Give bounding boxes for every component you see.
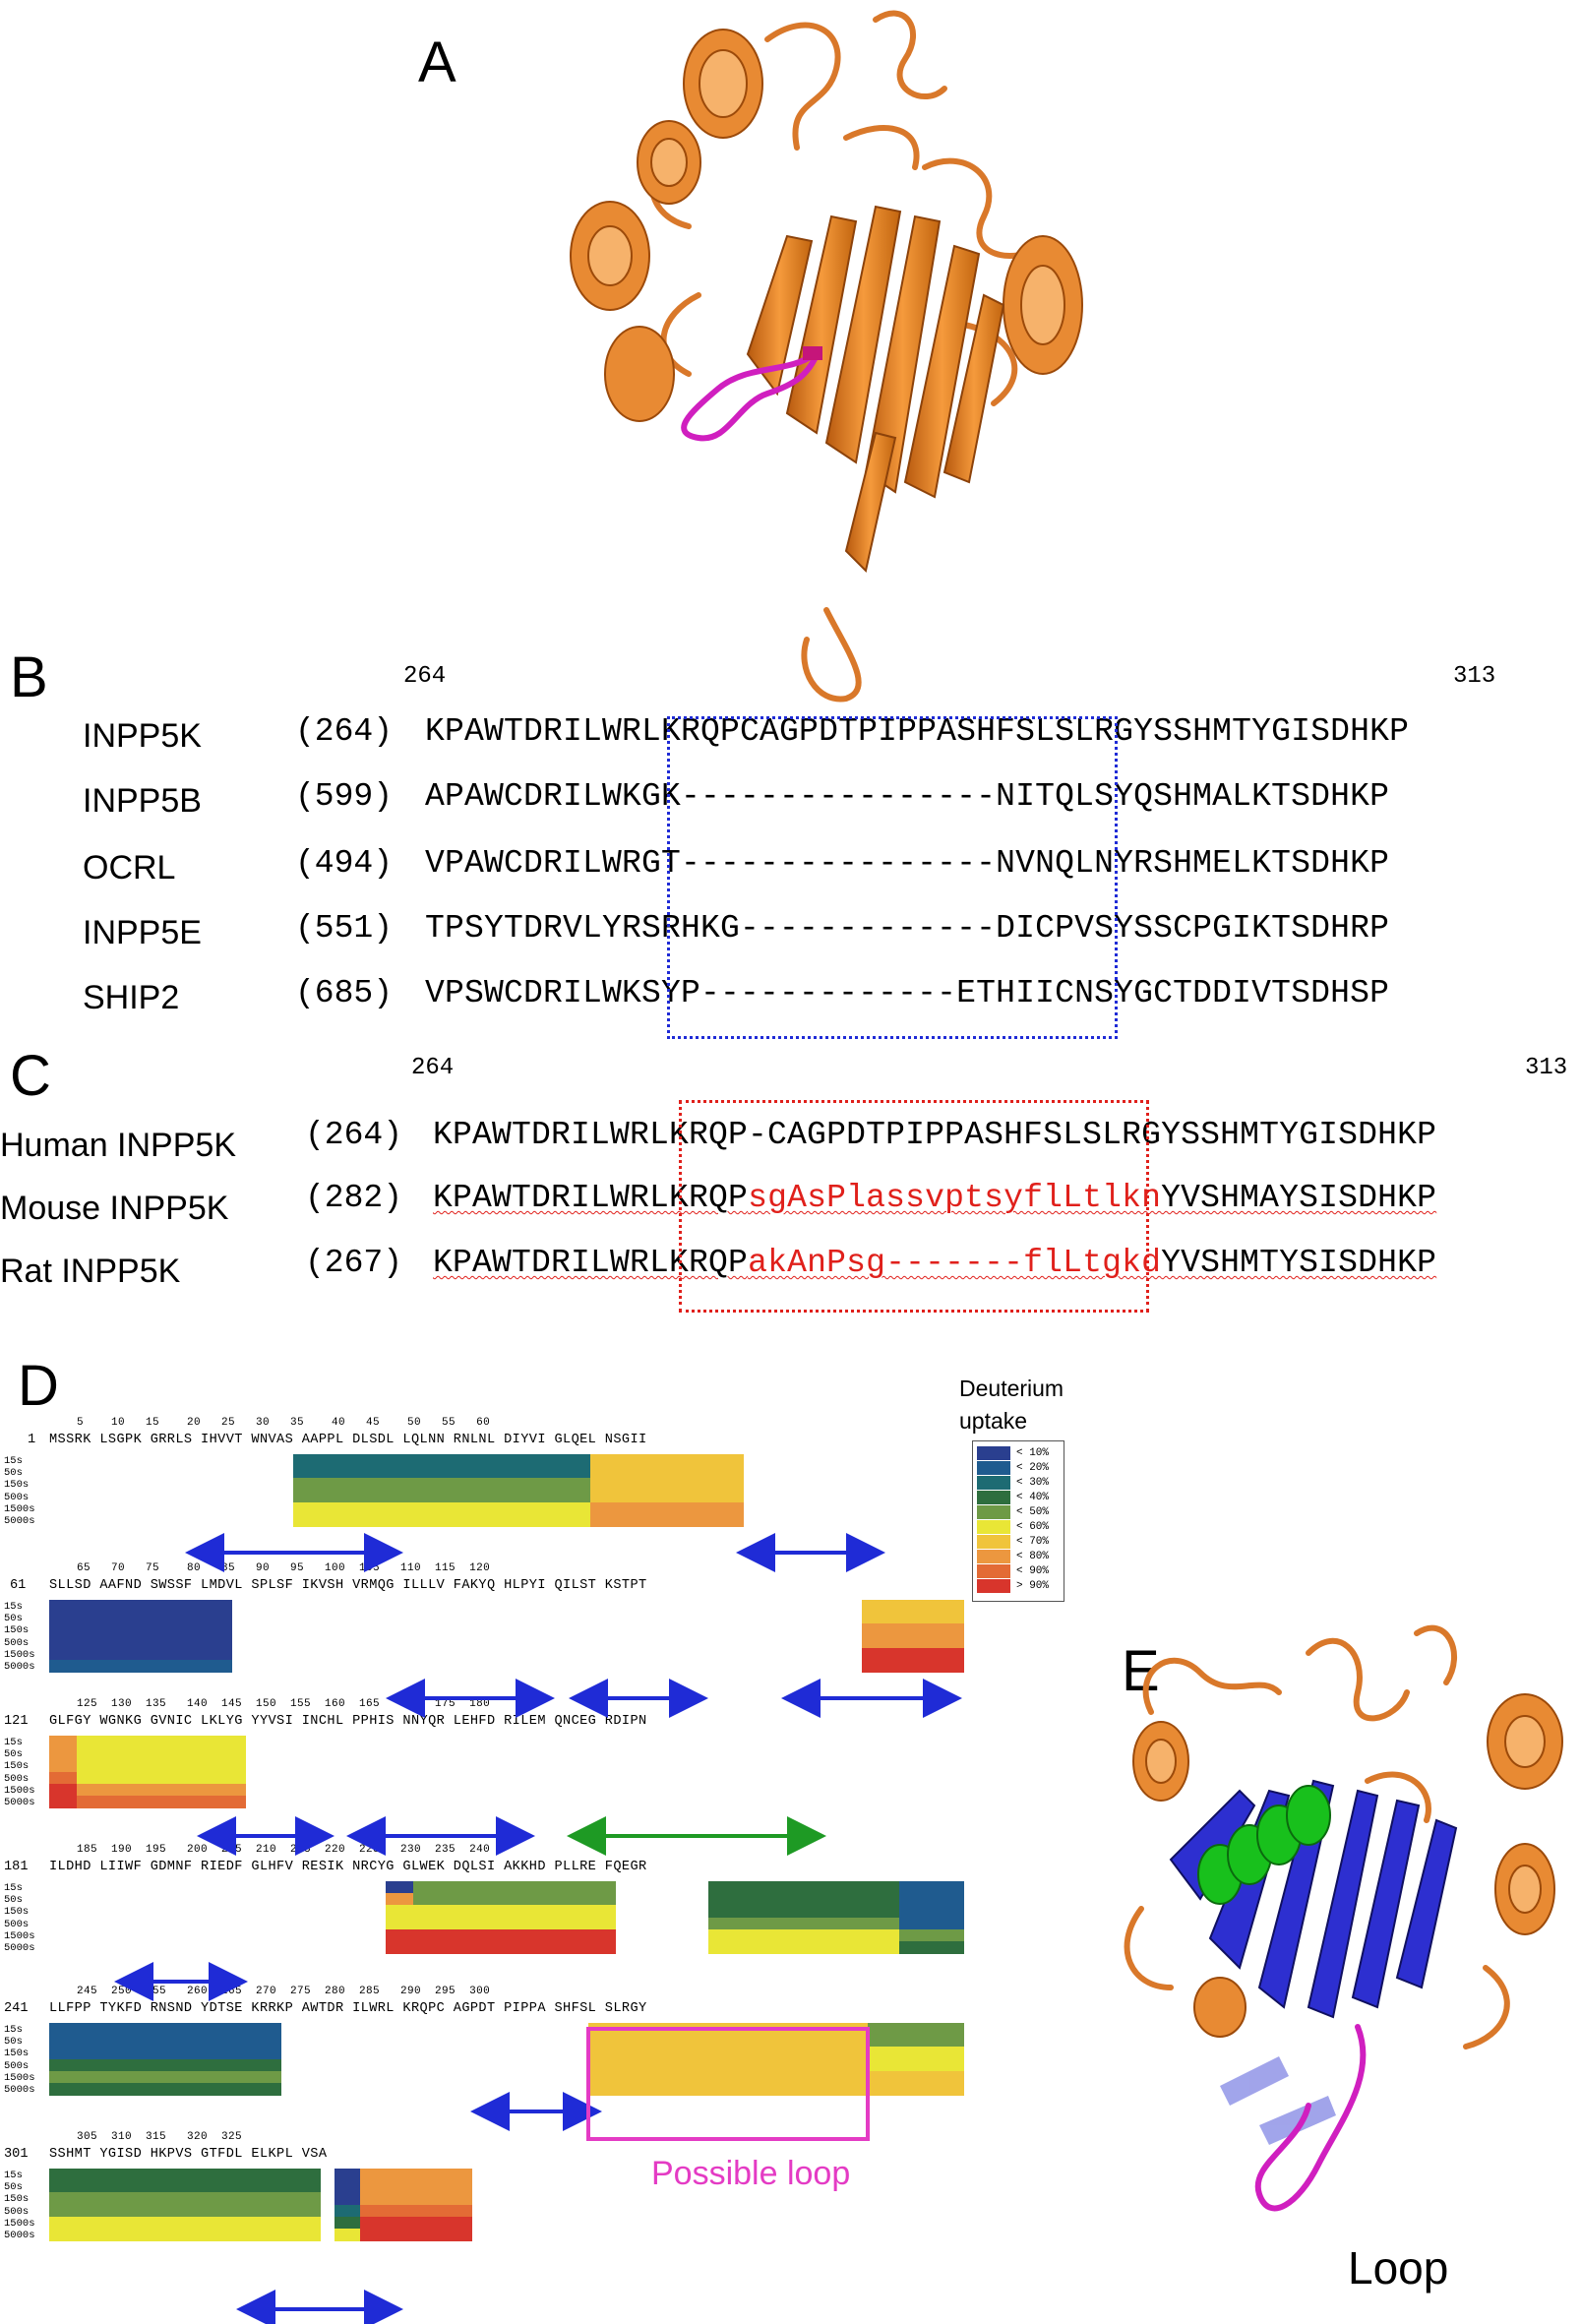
legend-title-line-1: Deuterium	[959, 1376, 1064, 1401]
legend-label: < 50%	[1016, 1505, 1050, 1518]
possible-loop-label: Possible loop	[651, 2155, 851, 2192]
legend-entry: < 70%	[977, 1534, 1049, 1549]
legend-entry: > 90%	[977, 1578, 1049, 1593]
legend-swatch	[977, 1475, 1010, 1490]
legend-title-line-2: uptake	[959, 1408, 1028, 1434]
deuterium-legend-title: Deuterium uptake	[959, 1373, 1064, 1437]
species-number: (264)	[305, 1117, 403, 1153]
legend-label: < 40%	[1016, 1491, 1050, 1503]
legend-entry: < 90%	[977, 1563, 1049, 1578]
alignment-sequence: APAWCDRILWKGK----------------NITQLSYQSHM…	[425, 778, 1390, 815]
legend-entry: < 50%	[977, 1504, 1049, 1519]
species-name: Mouse INPP5K	[0, 1190, 229, 1227]
panel-b-highlight-box	[667, 716, 1118, 1039]
alignment-sequence: TPSYTDRVLYRSRHKG-------------DICPVSYSSCP…	[425, 910, 1390, 947]
legend-entry: < 40%	[977, 1490, 1049, 1504]
panel-b-start-position: 264	[403, 663, 447, 690]
panel-e-structure	[1124, 1624, 1563, 2212]
alignment-number: (551)	[295, 910, 394, 947]
alignment-name: INPP5K	[83, 717, 202, 755]
sequence-conserved-tail: YVSHMAYSISDHKP	[1161, 1180, 1437, 1216]
alignment-name: INPP5E	[83, 914, 202, 951]
sequence-divergent: akAnPsg-------flLtgkd	[748, 1245, 1162, 1281]
legend-label: < 20%	[1016, 1461, 1050, 1474]
sequence-conserved: KPAWTDRILWRLKRQP	[433, 1245, 749, 1281]
species-name: Rat INPP5K	[0, 1253, 181, 1290]
panel-b-end-position: 313	[1453, 663, 1496, 690]
species-sequence: KPAWTDRILWRLKRQPsgAsPlassvptsyflLtlknYVS…	[433, 1180, 1436, 1216]
sequence-divergent: sgAsPlassvptsyflLtlkn	[748, 1180, 1162, 1216]
legend-entry: < 10%	[977, 1445, 1049, 1460]
legend-entry: < 30%	[977, 1475, 1049, 1490]
legend-label: > 90%	[1016, 1579, 1050, 1592]
alignment-name: SHIP2	[83, 979, 180, 1016]
alignment-sequence: KPAWTDRILWRLKRQPCAGPDTPIPPASHFSLSLRGYSSH…	[425, 713, 1410, 750]
legend-label: < 30%	[1016, 1476, 1050, 1489]
alignment-name: INPP5B	[83, 782, 202, 820]
loop-label: Loop	[1348, 2242, 1449, 2293]
panel-d-letter: D	[18, 1354, 59, 1418]
alignment-name: OCRL	[83, 849, 176, 887]
possible-loop-box	[586, 2027, 870, 2141]
alignment-sequence: VPSWCDRILWKSYP-------------ETHIICNSYGCTD…	[425, 975, 1390, 1011]
legend-swatch	[977, 1578, 1010, 1593]
species-sequence: KPAWTDRILWRLKRQPakAnPsg-------flLtgkdYVS…	[433, 1245, 1436, 1281]
legend-swatch	[977, 1549, 1010, 1563]
legend-label: < 70%	[1016, 1535, 1050, 1548]
species-number: (267)	[305, 1245, 403, 1281]
species-name: Human INPP5K	[0, 1127, 236, 1164]
panel-b-letter: B	[10, 645, 48, 709]
panel-a-letter: A	[418, 31, 456, 94]
panel-c-highlight-box	[679, 1100, 1149, 1313]
legend-entry: < 80%	[977, 1549, 1049, 1563]
species-sequence: KPAWTDRILWRLKRQP-CAGPDTPIPPASHFSLSLRGYSS…	[433, 1117, 1436, 1153]
legend-swatch	[977, 1563, 1010, 1578]
legend-swatch	[977, 1519, 1010, 1534]
legend-entry: < 20%	[977, 1460, 1049, 1475]
legend-label: < 10%	[1016, 1446, 1050, 1459]
legend-label: < 90%	[1016, 1564, 1050, 1577]
alignment-sequence: VPAWCDRILWRGT----------------NVNQLNYRSHM…	[425, 845, 1390, 882]
sequence-conserved: KPAWTDRILWRLKRQP	[433, 1180, 749, 1216]
deuterium-legend: < 10% < 20% < 30% < 40% < 50% < 60% < 70% < 80%…	[972, 1440, 1064, 1602]
legend-swatch	[977, 1445, 1010, 1460]
legend-swatch	[977, 1490, 1010, 1504]
legend-label: < 80%	[1016, 1550, 1050, 1562]
alignment-number: (494)	[295, 845, 394, 882]
alignment-number: (599)	[295, 778, 394, 815]
legend-label: < 60%	[1016, 1520, 1050, 1533]
legend-swatch	[977, 1534, 1010, 1549]
panel-c-start-position: 264	[411, 1055, 455, 1081]
legend-swatch	[977, 1504, 1010, 1519]
species-number: (282)	[305, 1180, 403, 1216]
legend-swatch	[977, 1460, 1010, 1475]
legend-entry: < 60%	[977, 1519, 1049, 1534]
alignment-number: (264)	[295, 713, 394, 750]
panel-c-end-position: 313	[1525, 1055, 1568, 1081]
alignment-number: (685)	[295, 975, 394, 1011]
panel-c-letter: C	[10, 1044, 51, 1108]
sequence-conserved-tail: YVSHMTYSISDHKP	[1161, 1245, 1437, 1281]
panel-a-structure	[570, 10, 1083, 703]
sequence-conserved: KPAWTDRILWRLKRQP-CAGPDTPIPPASHFSLSLRGYSS…	[433, 1117, 1437, 1153]
